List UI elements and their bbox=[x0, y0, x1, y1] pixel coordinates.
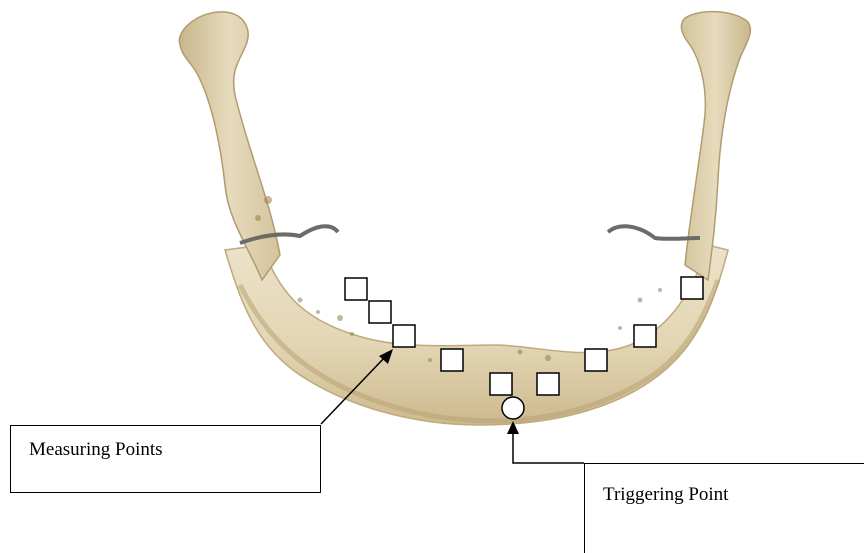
measuring-point-marker bbox=[634, 325, 656, 347]
measuring-point-marker bbox=[585, 349, 607, 371]
measuring-point-marker bbox=[393, 325, 415, 347]
triggering-leader-line bbox=[513, 430, 584, 463]
left-ramus bbox=[179, 12, 280, 280]
triggering-point-label: Triggering Point bbox=[603, 484, 728, 506]
triggering-point-marker bbox=[502, 397, 524, 419]
measuring-point-marker bbox=[369, 301, 391, 323]
measuring-point-marker bbox=[537, 373, 559, 395]
measuring-points-label: Measuring Points bbox=[29, 439, 163, 461]
right-wire bbox=[608, 226, 700, 239]
measuring-point-marker bbox=[490, 373, 512, 395]
measuring-point-marker bbox=[681, 277, 703, 299]
mandible-bone bbox=[179, 12, 750, 425]
triggering-point-callout: Triggering Point bbox=[584, 463, 864, 553]
measuring-point-marker bbox=[345, 278, 367, 300]
measuring-points-callout: Measuring Points bbox=[10, 425, 321, 493]
measuring-point-marker bbox=[441, 349, 463, 371]
